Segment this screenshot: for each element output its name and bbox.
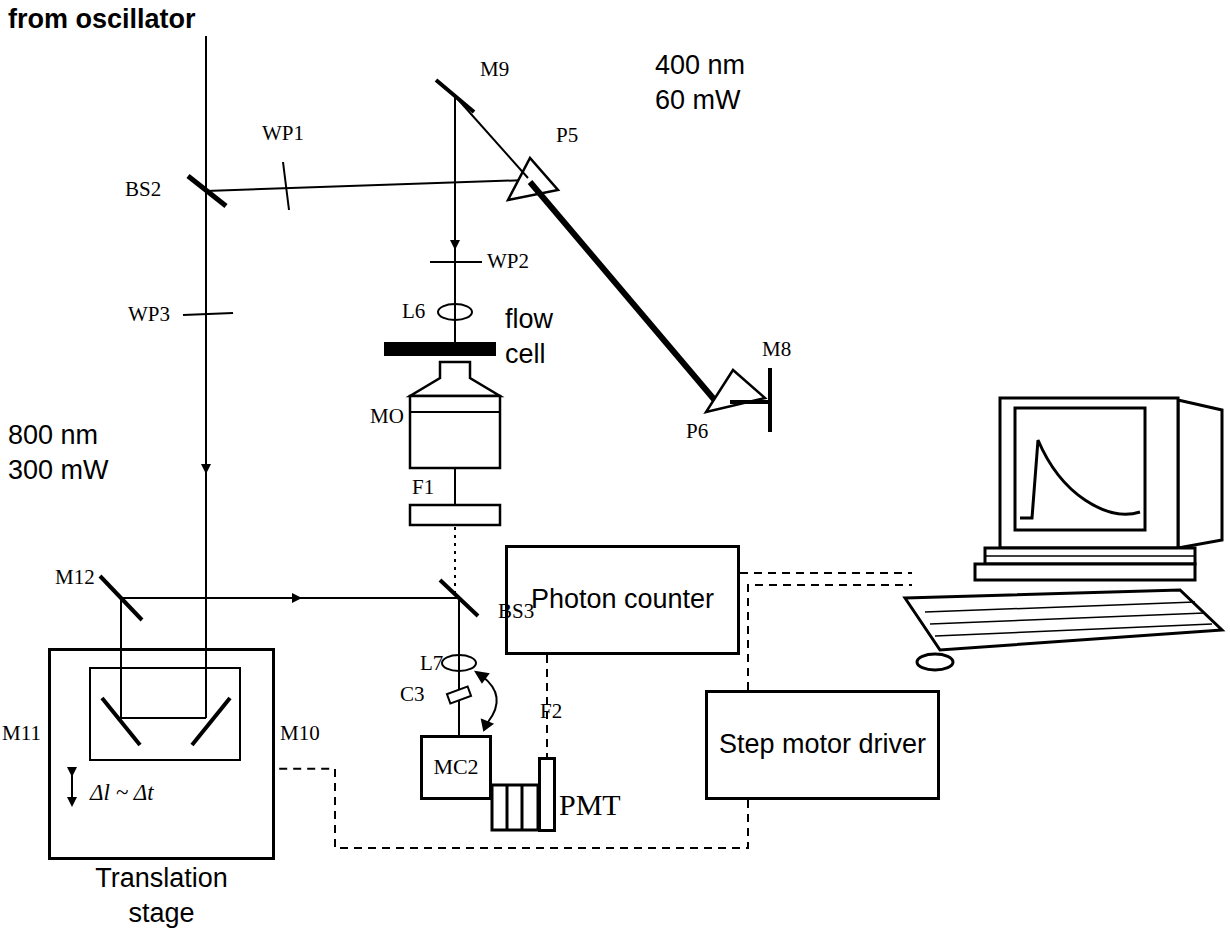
pmt-box: PMT bbox=[538, 757, 556, 832]
part-label: BS3 bbox=[498, 600, 534, 623]
part-label: F1 bbox=[412, 476, 434, 499]
signal-line bbox=[275, 769, 748, 848]
node-label: Photon counter bbox=[523, 578, 722, 621]
part-label: M11 bbox=[2, 722, 41, 745]
part-label: P5 bbox=[556, 124, 578, 147]
process-box: Photon counter bbox=[505, 545, 740, 655]
part-label: M8 bbox=[762, 338, 791, 361]
part-label: 800 nm 300 mW bbox=[8, 418, 120, 488]
part-label: flow cell bbox=[505, 302, 585, 372]
part-label: BS2 bbox=[125, 178, 161, 201]
part-label: M10 bbox=[280, 722, 320, 745]
part-label: WP1 bbox=[262, 122, 304, 145]
part-label: M12 bbox=[55, 566, 95, 589]
part-label: Δl ~ Δt bbox=[90, 780, 154, 805]
part-label: from oscillator bbox=[8, 2, 196, 37]
part-label: L7 bbox=[420, 652, 443, 675]
node-label: MC2 bbox=[425, 751, 486, 783]
part-label: C3 bbox=[400, 683, 425, 706]
monochromator-box: MC2 bbox=[420, 735, 492, 800]
computer-icon bbox=[905, 398, 1222, 670]
part-label: P6 bbox=[686, 420, 708, 443]
part-label: MO bbox=[370, 405, 404, 428]
part-label: WP2 bbox=[487, 250, 529, 273]
part-label: L6 bbox=[402, 300, 425, 323]
node-label: Translation stage bbox=[77, 861, 247, 931]
node-label: Step motor driver bbox=[711, 723, 934, 766]
process-box: Step motor driver bbox=[705, 690, 940, 800]
part-label: 400 nm 60 mW bbox=[655, 48, 759, 118]
translation-stage-box: Translation stage bbox=[48, 648, 275, 860]
node-label: PMT bbox=[559, 788, 621, 821]
part-label: M9 bbox=[480, 58, 509, 81]
part-label: F2 bbox=[540, 700, 562, 723]
part-label: WP3 bbox=[128, 303, 170, 326]
